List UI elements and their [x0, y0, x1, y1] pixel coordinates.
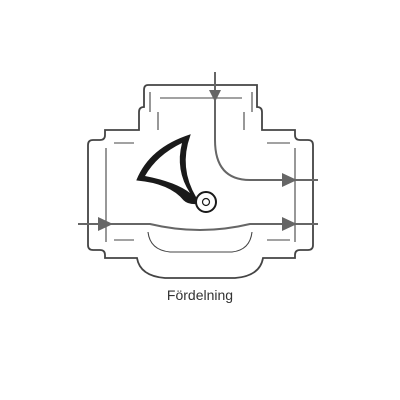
flow-arrow-main [78, 223, 318, 231]
tee-body-outline [87, 84, 314, 279]
flow-arrow-main-head-right [282, 217, 297, 231]
flow-arrow-branch-head-down [209, 90, 221, 102]
hinge-pin-icon [195, 191, 217, 213]
flow-arrow-branch [214, 72, 318, 181]
tee-inner-details [105, 92, 296, 253]
swing-flap [136, 134, 208, 205]
hinge-pin-center [201, 197, 211, 207]
flow-arrow-branch-head-right [282, 173, 297, 187]
flow-arrow-main-head-left [98, 217, 113, 231]
diagram-caption: Fördelning [166, 287, 234, 303]
